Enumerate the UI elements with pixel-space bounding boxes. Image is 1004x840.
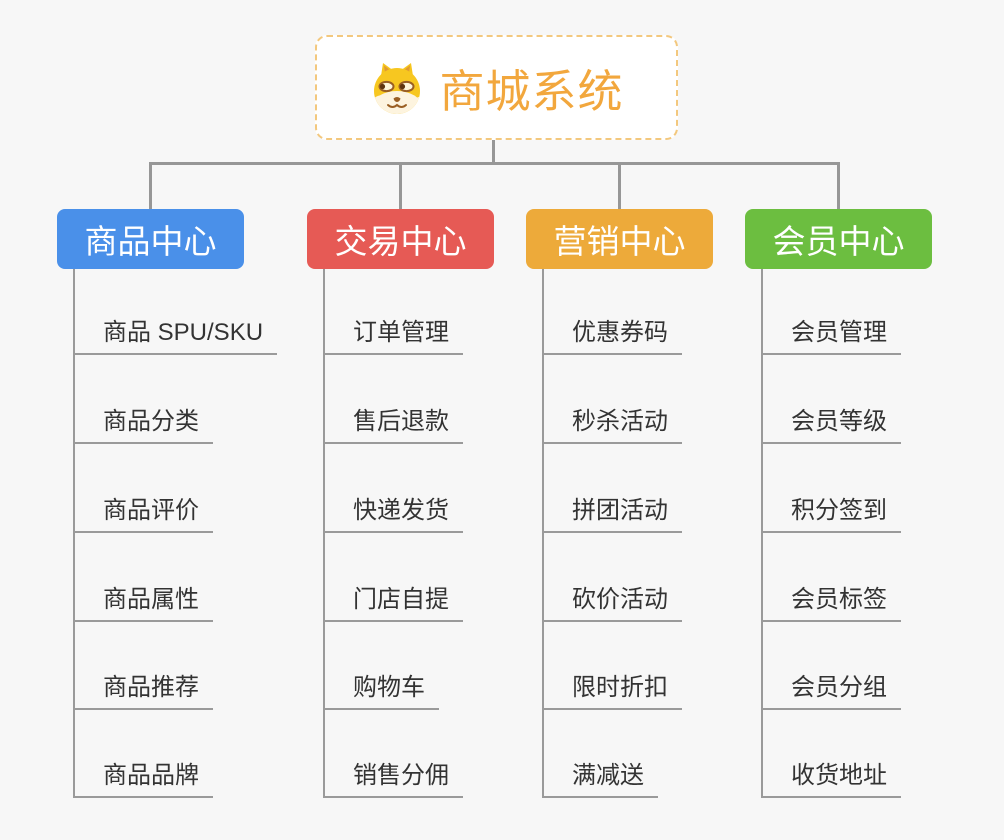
leaf-node-express-delivery[interactable]: 快递发货 [323, 493, 463, 533]
doge-icon [374, 62, 421, 114]
leaf-node-product-review[interactable]: 商品评价 [73, 493, 213, 533]
root-node-mall-system[interactable]: 商城系统 [315, 35, 678, 140]
leaf-node-product-category[interactable]: 商品分类 [73, 404, 213, 444]
branch-node-marketing-center[interactable]: 营销中心 [526, 209, 713, 269]
root-label: 商城系统 [439, 66, 624, 117]
branch-stem-member [761, 269, 763, 798]
connector-drop-marketing [618, 162, 621, 209]
leaf-node-spend-and-save[interactable]: 满减送 [542, 758, 658, 798]
connector-drop-product [149, 162, 152, 209]
branch-node-product-center[interactable]: 商品中心 [57, 209, 244, 269]
leaf-node-coupon-code[interactable]: 优惠券码 [542, 315, 682, 355]
connector-rail [149, 162, 840, 165]
leaf-node-sales-commission[interactable]: 销售分佣 [323, 758, 463, 798]
leaf-node-product-attribute[interactable]: 商品属性 [73, 582, 213, 622]
leaf-node-shipping-address[interactable]: 收货地址 [761, 758, 901, 798]
leaf-node-bargain-activity[interactable]: 砍价活动 [542, 582, 682, 622]
leaf-node-points-checkin[interactable]: 积分签到 [761, 493, 901, 533]
branch-stem-trade [323, 269, 325, 798]
connector-root-stem [492, 140, 495, 165]
branch-stem-product [73, 269, 75, 798]
leaf-node-member-level[interactable]: 会员等级 [761, 404, 901, 444]
leaf-node-group-buy[interactable]: 拼团活动 [542, 493, 682, 533]
connector-drop-member [837, 162, 840, 209]
branch-node-member-center[interactable]: 会员中心 [745, 209, 932, 269]
leaf-node-limited-time-discount[interactable]: 限时折扣 [542, 670, 682, 710]
leaf-node-product-brand[interactable]: 商品品牌 [73, 758, 213, 798]
leaf-node-product-recommend[interactable]: 商品推荐 [73, 670, 213, 710]
leaf-node-product-spu-sku[interactable]: 商品 SPU/SKU [73, 315, 278, 355]
leaf-node-flash-sale[interactable]: 秒杀活动 [542, 404, 682, 444]
leaf-node-member-groups[interactable]: 会员分组 [761, 670, 901, 710]
leaf-node-member-tags[interactable]: 会员标签 [761, 582, 901, 622]
leaf-node-aftersale-refund[interactable]: 售后退款 [323, 404, 463, 444]
connector-drop-trade [399, 162, 402, 209]
leaf-node-member-management[interactable]: 会员管理 [761, 315, 901, 355]
branch-stem-marketing [542, 269, 544, 798]
leaf-node-shopping-cart[interactable]: 购物车 [323, 670, 439, 710]
branch-node-trade-center[interactable]: 交易中心 [307, 209, 494, 269]
leaf-node-order-management[interactable]: 订单管理 [323, 315, 463, 355]
leaf-node-store-pickup[interactable]: 门店自提 [323, 582, 463, 622]
